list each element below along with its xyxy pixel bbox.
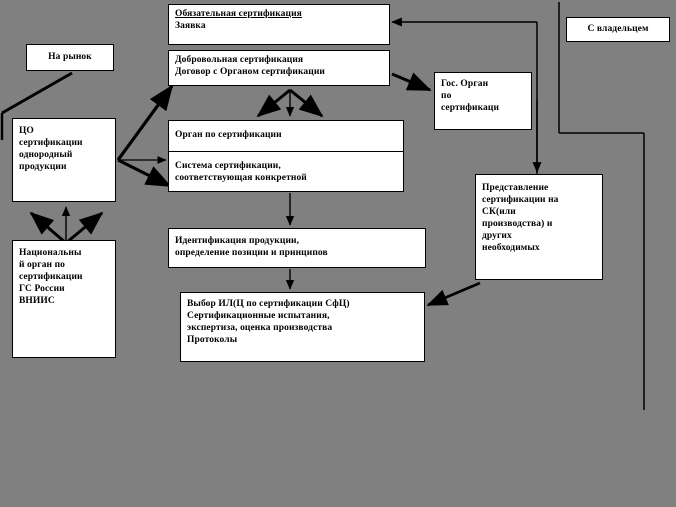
edge-voluntary-fan-right xyxy=(289,88,324,118)
node-gos-line-1: Гос. Орган xyxy=(441,79,489,89)
edge-presentation-to-choice xyxy=(426,281,481,307)
node-co-line-3: однородный xyxy=(19,150,73,160)
node-choice-line-4: Протоколы xyxy=(187,335,238,345)
node-organ-header-text: Орган по сертификации xyxy=(175,130,282,140)
node-co-line-2: сертификации xyxy=(19,138,83,148)
node-obligatory-body: Обязательная сертификация Заявка xyxy=(169,5,389,36)
node-co-sertifikacii[interactable]: ЦО сертификации однородный продукции xyxy=(12,118,116,202)
node-owner-line-1: С владельцем xyxy=(587,24,649,34)
node-obligatory-line-2: Заявка xyxy=(175,21,206,31)
node-vybor-il-c[interactable]: Выбор ИЛ(Ц по сертификации СфЦ) Сертифик… xyxy=(180,292,425,362)
node-predstavlenie-sertifikacii[interactable]: Представление сертификации на СК(или про… xyxy=(475,174,603,280)
node-co-body: ЦО сертификации однородный продукции xyxy=(13,119,115,177)
node-presentation-line-4: производства) и xyxy=(482,219,553,229)
node-presentation-line-5: других xyxy=(482,231,512,241)
node-gos-line-2: по xyxy=(441,91,452,101)
node-national-body: Национальны й орган по сертификации ГС Р… xyxy=(13,241,115,311)
node-organ-line-1: Система сертификации, xyxy=(175,161,281,171)
node-national-line-6: ВНИИС xyxy=(19,296,55,306)
node-national-line-1: Национальны xyxy=(19,248,82,258)
node-owner-body: С владельцем xyxy=(567,18,669,39)
node-national-line-2: й орган по xyxy=(19,260,66,270)
node-national-line-3: сертификации xyxy=(19,272,83,282)
edge-market-to-left xyxy=(1,71,73,115)
node-gos-organ[interactable]: Гос. Орган по сертификаци xyxy=(434,72,532,130)
node-identification-line-1: Идентификация продукции, xyxy=(175,236,300,246)
node-na-rynok-body: На рынок xyxy=(27,45,113,67)
edge-voluntary-to-gos xyxy=(391,72,432,92)
node-identification-body: Идентификация продукции, определение поз… xyxy=(169,229,425,263)
node-presentation-body: Представление сертификации на СК(или про… xyxy=(476,175,602,258)
edge-national-fan-right xyxy=(65,211,104,245)
node-presentation-line-2: сертификации на xyxy=(482,195,559,205)
node-organ-body: Система сертификации, соответствующая ко… xyxy=(169,151,403,188)
node-presentation-line-6: необходимых xyxy=(482,243,540,253)
node-choice-line-3: экспертиза, оценка производства xyxy=(187,323,333,333)
node-gos-body: Гос. Орган по сертификаци xyxy=(435,73,531,118)
node-organ-po-sertifikacii[interactable]: Орган по сертификации Система сертификац… xyxy=(168,120,404,192)
node-obligatory-line-1: Обязательная сертификация xyxy=(175,9,302,19)
node-choice-line-1: Выбор ИЛ(Ц по сертификации СфЦ) xyxy=(187,299,350,309)
node-identifikaciya-produkcii[interactable]: Идентификация продукции, определение поз… xyxy=(168,228,426,268)
node-co-line-4: продукции xyxy=(19,162,67,172)
node-presentation-line-1: Представление xyxy=(482,183,549,193)
node-co-line-1: ЦО xyxy=(19,126,34,136)
node-organ-header: Орган по сертификации xyxy=(169,121,403,151)
node-dobrovolnaya-sertifikaciya[interactable]: Добровольная сертификация Договор с Орга… xyxy=(168,50,390,86)
node-nacionalny-organ[interactable]: Национальны й орган по сертификации ГС Р… xyxy=(12,240,116,358)
node-choice-body: Выбор ИЛ(Ц по сертификации СфЦ) Сертифик… xyxy=(181,293,424,350)
edge-co-to-system xyxy=(117,158,172,188)
edge-co-to-voluntary xyxy=(116,84,174,161)
node-na-rynok[interactable]: На рынок xyxy=(26,44,114,71)
node-national-line-4: ГС России xyxy=(19,284,65,294)
node-choice-line-2: Сертификационные испытания, xyxy=(187,311,330,321)
node-na-rynok-line-1: На рынок xyxy=(48,52,92,62)
node-organ-line-2: соответствующая конкретной xyxy=(175,173,307,183)
node-s-vladelcem[interactable]: С владельцем xyxy=(566,17,670,42)
node-obyazatelnaya-sertifikaciya[interactable]: Обязательная сертификация Заявка xyxy=(168,4,390,45)
node-voluntary-line-2: Договор с Органом сертификации xyxy=(175,67,325,77)
node-voluntary-line-1: Добровольная сертификация xyxy=(175,55,304,65)
node-voluntary-body: Добровольная сертификация Договор с Орга… xyxy=(169,51,389,82)
node-gos-line-3: сертификаци xyxy=(441,103,500,113)
node-presentation-line-3: СК(или xyxy=(482,207,516,217)
edge-national-fan-left xyxy=(29,211,67,245)
node-identification-line-2: определение позиции и принципов xyxy=(175,248,328,258)
edge-voluntary-fan-left xyxy=(256,88,291,118)
